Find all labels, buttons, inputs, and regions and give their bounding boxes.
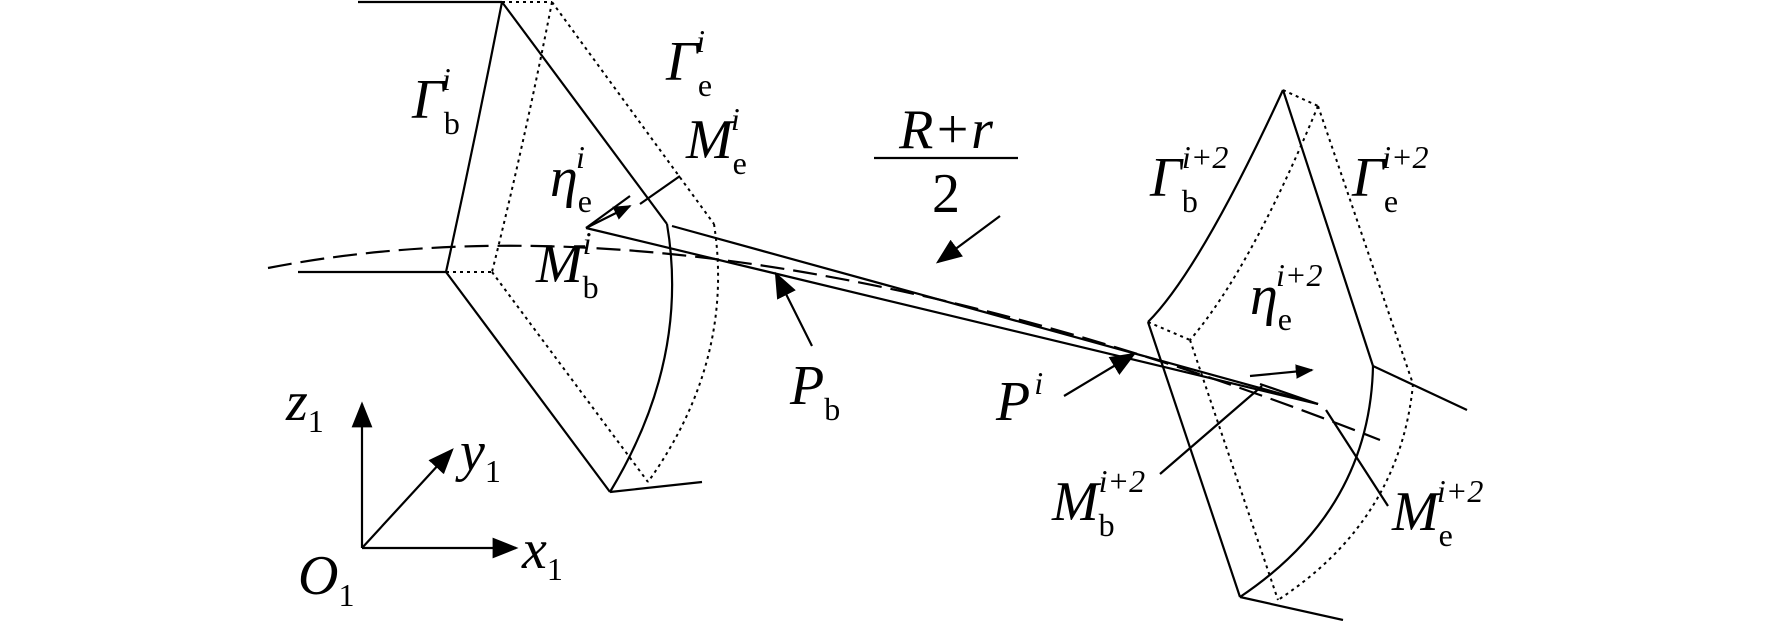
eta-e-i-arrow <box>585 205 632 229</box>
eta-e-i2-arrow <box>1249 364 1314 379</box>
pitch-circle-curve <box>267 244 1381 442</box>
label-x1: x1 <box>521 519 563 587</box>
label-m-b-i2: Mbi+2 <box>1051 463 1145 543</box>
label-m-e-i2: Mei+2 <box>1391 473 1483 553</box>
label-gamma-e-i: Γei <box>665 23 712 103</box>
label-gamma-b-i: Γbi <box>411 61 460 141</box>
label-m-e-i: Mei <box>685 101 747 181</box>
label-p-b: Pb <box>789 355 840 427</box>
leader-pi <box>1063 352 1137 397</box>
label-gamma-e-i2: Γei+2 <box>1351 139 1429 219</box>
label-y1: y1 <box>455 421 501 489</box>
coordinate-axes <box>351 401 519 559</box>
fraction-numerator: R+r <box>898 99 993 161</box>
leader-fraction <box>935 215 1001 264</box>
label-eta-e-i: ηei <box>550 139 592 219</box>
leader-me-i <box>639 175 681 205</box>
tangent-mbi2 <box>1259 382 1319 406</box>
tangent-mbi <box>585 195 631 229</box>
label-z1: z1 <box>285 371 324 439</box>
label-m-b-i: Mbi <box>535 225 599 305</box>
left-tooth-section <box>298 0 720 494</box>
pitch-radius-fraction: R+r 2 <box>874 99 1018 225</box>
path-line-pb <box>585 226 1319 406</box>
label-eta-e-i2: ηei+2 <box>1250 257 1322 337</box>
leader-pb <box>774 271 813 347</box>
label-o1: O1 <box>298 545 354 613</box>
leader-me-i2 <box>1325 409 1389 507</box>
right-tooth-section <box>1146 89 1468 621</box>
leader-mb-i2 <box>1159 385 1263 475</box>
label-gamma-b-i2: Γbi+2 <box>1149 139 1228 219</box>
y-axis <box>361 448 454 549</box>
fraction-denominator: 2 <box>932 163 960 225</box>
path-line-pi <box>671 224 1319 406</box>
